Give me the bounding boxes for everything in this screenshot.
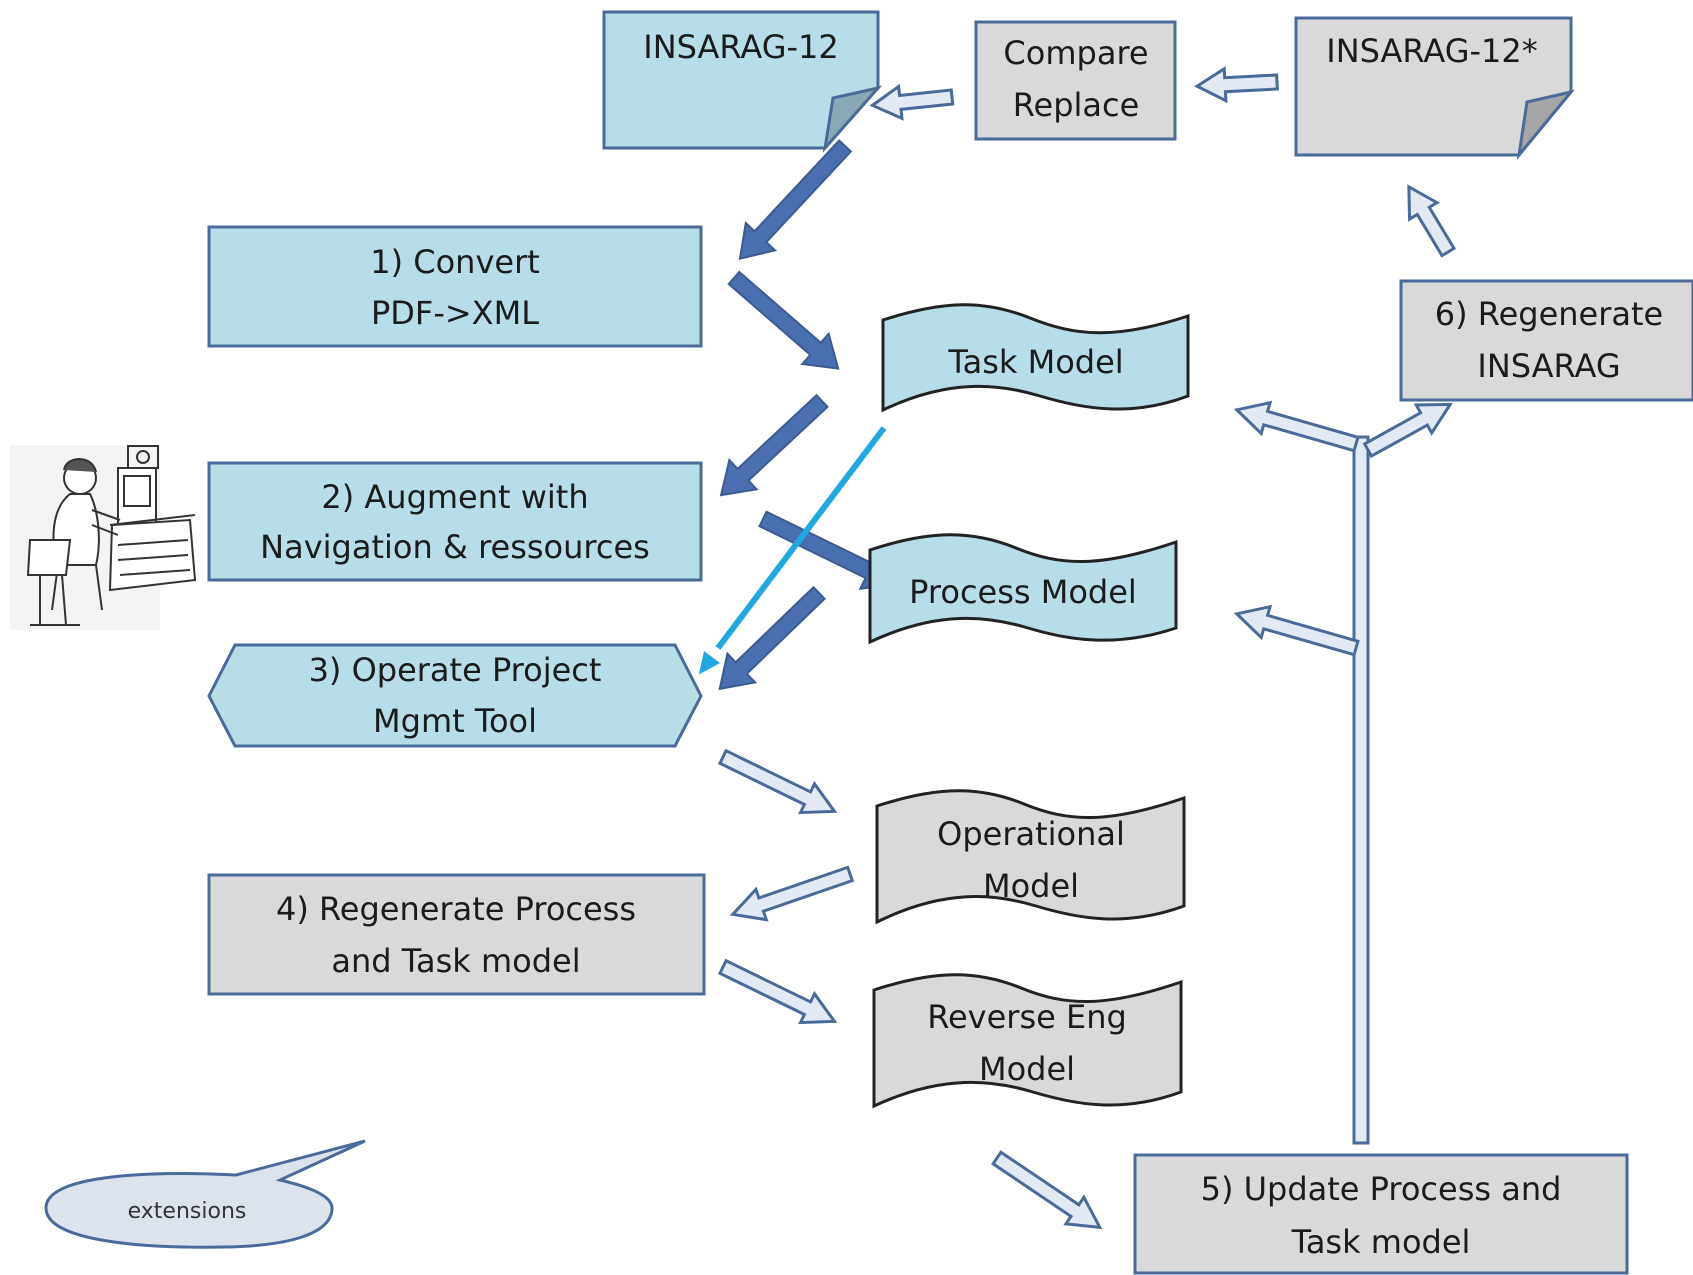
arrow-insarag12star-to-compare bbox=[1194, 66, 1279, 104]
document-insarag12-star: INSARAG-12* bbox=[1294, 16, 1575, 161]
model-reverse-eng: Reverse Eng Model bbox=[872, 973, 1183, 1109]
update-process-line-1: 5) Update Process and bbox=[1201, 1170, 1562, 1208]
compare-replace-line-1: Compare bbox=[1003, 34, 1148, 72]
reverse-eng-model-line-2: Model bbox=[979, 1050, 1075, 1088]
insarag12-label: INSARAG-12 bbox=[643, 28, 839, 66]
operational-model-line-2: Model bbox=[983, 867, 1079, 905]
arrow-regenerate-to-reverse bbox=[717, 958, 838, 1025]
operator-at-console-icon bbox=[10, 445, 197, 630]
box-augment: 2) Augment with Navigation & ressources bbox=[207, 461, 703, 582]
box-update-process: 5) Update Process and Task model bbox=[1133, 1153, 1629, 1275]
operational-model-line-1: Operational bbox=[937, 815, 1125, 853]
operate-line-1: 3) Operate Project bbox=[309, 651, 602, 689]
arrow-branch-to-regenerate-insarag bbox=[1362, 402, 1454, 459]
augment-line-1: 2) Augment with bbox=[321, 478, 588, 516]
reverse-eng-model-line-1: Reverse Eng bbox=[927, 998, 1127, 1036]
regenerate-insarag-line-1: 6) Regenerate bbox=[1435, 295, 1663, 333]
model-operational: Operational Model bbox=[875, 789, 1186, 925]
extensions-callout: extensions bbox=[44, 1139, 366, 1249]
arrow-task-to-augment bbox=[719, 393, 829, 497]
cyan-arrow-task-to-operate bbox=[698, 426, 887, 675]
arrow-insarag12-to-convert bbox=[738, 139, 853, 260]
arrow-convert-to-task bbox=[727, 270, 840, 370]
extensions-label: extensions bbox=[128, 1199, 247, 1224]
box-operate: 3) Operate Project Mgmt Tool bbox=[207, 643, 703, 748]
box-regenerate-process: 4) Regenerate Process and Task model bbox=[207, 873, 706, 996]
box-regenerate-insarag: 6) Regenerate INSARAG bbox=[1399, 279, 1693, 402]
regenerate-insarag-line-2: INSARAG bbox=[1477, 347, 1620, 385]
augment-line-2: Navigation & ressources bbox=[260, 528, 650, 566]
compare-replace-line-2: Replace bbox=[1013, 86, 1140, 124]
dark-arrows bbox=[718, 139, 898, 691]
update-process-line-2: Task model bbox=[1291, 1223, 1471, 1261]
arrow-operational-to-regenerate bbox=[729, 865, 855, 922]
arrow-operate-to-operational bbox=[717, 748, 838, 815]
regenerate-process-line-1: 4) Regenerate Process bbox=[276, 890, 636, 928]
convert-line-2: PDF->XML bbox=[371, 294, 539, 332]
process-model-label: Process Model bbox=[909, 573, 1137, 611]
convert-line-1: 1) Convert bbox=[370, 243, 540, 281]
arrow-process-to-operate bbox=[718, 585, 826, 691]
insarag12-star-label: INSARAG-12* bbox=[1326, 32, 1538, 70]
operate-line-2: Mgmt Tool bbox=[373, 702, 537, 740]
task-model-label: Task Model bbox=[947, 343, 1123, 381]
arrow-branch-to-process bbox=[1233, 604, 1360, 657]
arrow-branch-to-task bbox=[1233, 400, 1360, 453]
document-insarag12: INSARAG-12 bbox=[602, 10, 883, 153]
arrow-reverse-to-update bbox=[991, 1150, 1103, 1230]
box-convert: 1) Convert PDF->XML bbox=[207, 225, 703, 348]
regenerate-process-line-2: and Task model bbox=[331, 942, 580, 980]
model-task: Task Model bbox=[881, 303, 1190, 413]
box-compare-replace: Compare Replace bbox=[974, 20, 1177, 141]
branch-trunk bbox=[1352, 435, 1370, 1145]
arrow-regenerate-to-insarag12star bbox=[1407, 184, 1457, 258]
model-process: Process Model bbox=[868, 533, 1178, 645]
light-arrows bbox=[717, 66, 1457, 1230]
arrow-compare-to-insarag12 bbox=[869, 83, 955, 121]
